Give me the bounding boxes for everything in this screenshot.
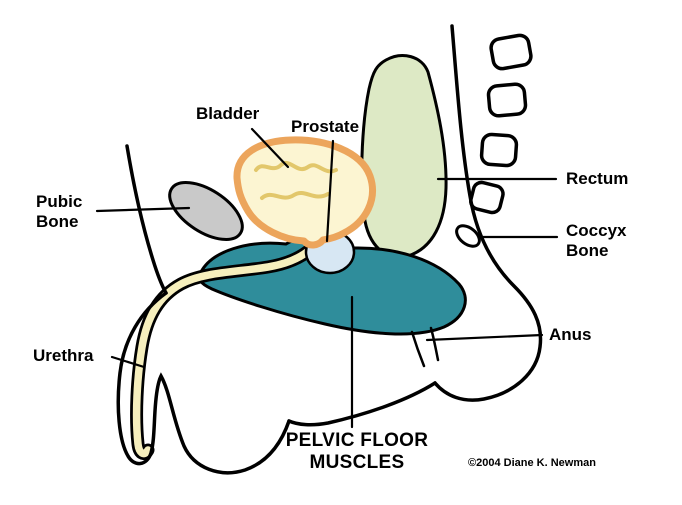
body-back-outline: [433, 24, 543, 402]
prostate-label: Prostate: [291, 117, 360, 136]
urethra-tube-shape: [132, 234, 324, 458]
body-front-outline: [125, 144, 168, 295]
pubic-bone-shape: [168, 181, 244, 241]
rectum-label: Rectum: [566, 169, 629, 188]
copyright-text: ©2004 Diane K. Newman: [468, 457, 596, 469]
coccyx-bone-shape: [455, 224, 481, 248]
pubic-bone-label: Pubic Bone: [36, 192, 83, 232]
rectum-shape: [360, 54, 448, 259]
anus-leader-line: [425, 333, 544, 342]
pelvic-floor-muscles-label: PELVIC FLOOR MUSCLES: [285, 430, 429, 474]
anus-label: Anus: [549, 325, 592, 344]
urethra-leader-line: [110, 355, 146, 369]
genital-outline: [116, 291, 291, 475]
pubic-bone-leader-line: [95, 206, 191, 213]
bladder-inner-wrinkles: [254, 161, 338, 200]
prostate-leader-line: [325, 139, 335, 243]
anal-canal-lines: [410, 326, 440, 368]
bladder-label: Bladder: [196, 104, 260, 123]
perineum-outline: [287, 381, 437, 427]
bladder-leader-line: [250, 127, 290, 169]
spine-vertebrae-shapes: [469, 33, 533, 215]
leader-lines: [95, 127, 559, 429]
coccyx-bone-label: Coccyx Bone: [566, 221, 627, 261]
urethra-label: Urethra: [33, 346, 94, 365]
